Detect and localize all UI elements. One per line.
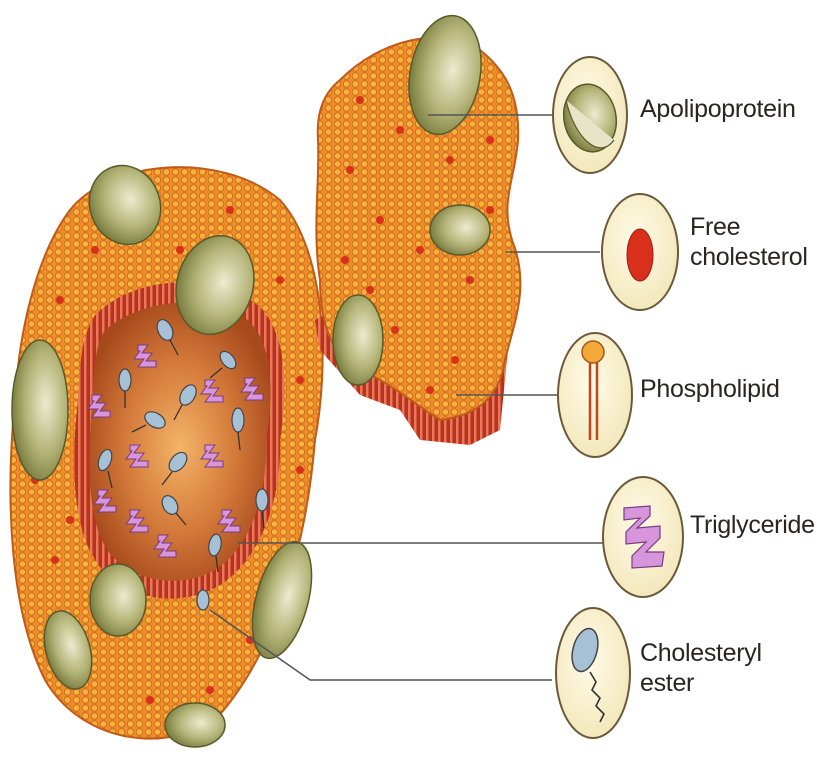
label-triglyceride: Triglyceride <box>690 510 815 540</box>
inset-apolipoprotein <box>553 57 627 173</box>
particle-core <box>89 302 270 580</box>
label-cholesteryl-ester: Cholesteryl ester <box>640 638 760 698</box>
label-apolipoprotein: Apolipoprotein <box>640 94 796 124</box>
inset-triglyceride <box>603 477 683 597</box>
inset-phospholipid <box>558 333 632 457</box>
inset-free-cholesterol <box>602 194 678 310</box>
inset-cholesteryl-ester <box>556 608 630 738</box>
monolayer-fragment <box>315 10 520 445</box>
label-free-cholesterol: Free cholesterol <box>690 212 810 272</box>
label-phospholipid: Phospholipid <box>640 374 780 404</box>
free-cholesterol-icon <box>627 229 653 281</box>
lipoprotein-particle <box>10 155 322 747</box>
